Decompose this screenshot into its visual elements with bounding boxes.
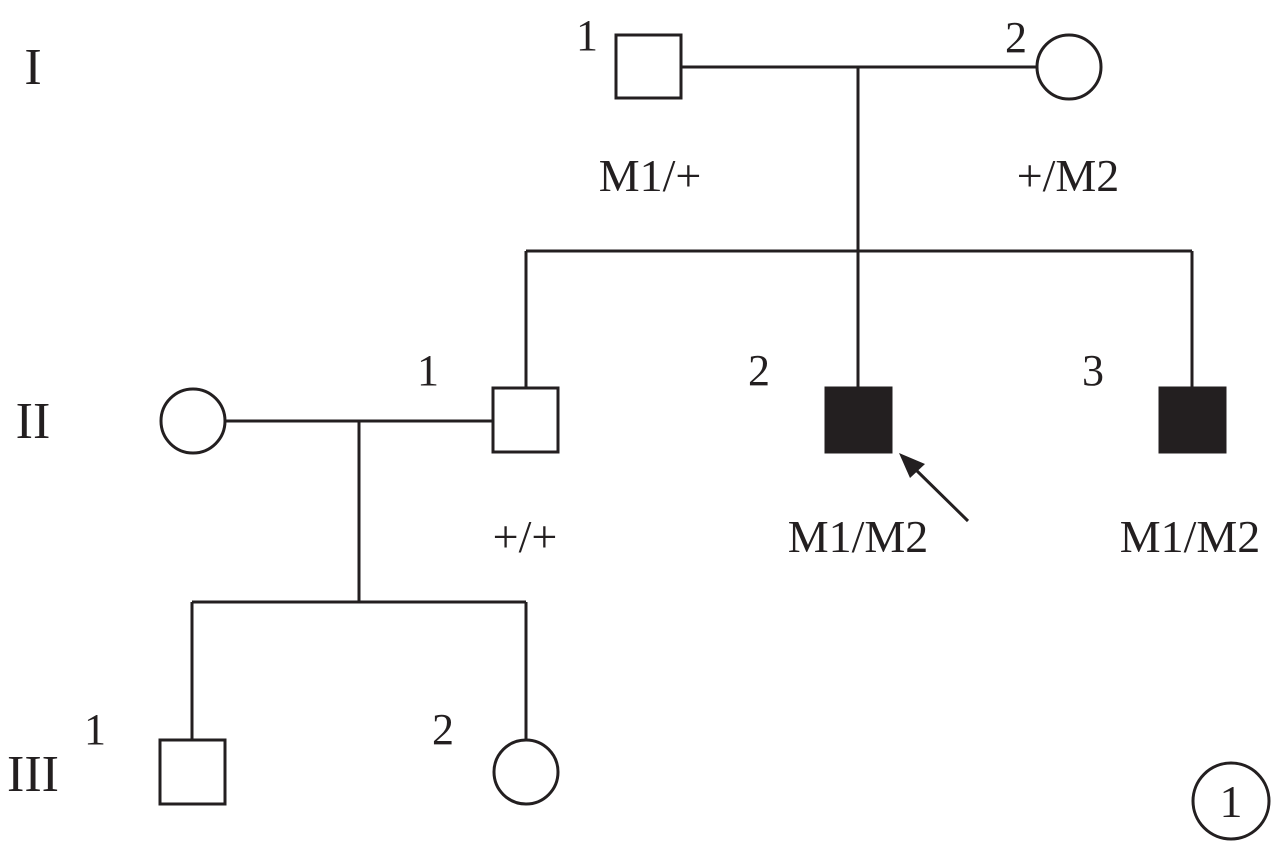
individual-I-2-number: 2: [1005, 13, 1027, 62]
generation-label-I: I: [24, 39, 41, 96]
individual-III-2-number: 2: [432, 705, 454, 754]
individual-II-3-genotype: M1/M2: [1120, 511, 1261, 562]
pedigree-lines: [190, 65, 1194, 740]
individual-III-2-female-symbol: [492, 738, 560, 806]
individual-II-2-genotype: M1/M2: [788, 511, 929, 562]
individual-II-1-male-symbol: [491, 386, 560, 454]
proband-arrow-icon: [899, 453, 970, 523]
individual-I-2-female-symbol: [1035, 33, 1103, 101]
individual-II-2-number: 2: [748, 346, 770, 395]
individual-III-1-number: 1: [84, 705, 106, 754]
individual-III-1-male-symbol: [158, 738, 227, 806]
individual-II-2-affected-male-symbol: [824, 386, 893, 454]
individual-I-1-number: 1: [576, 11, 598, 60]
individual-II-3-affected-male-symbol: [1158, 386, 1227, 454]
individual-II-1-number: 1: [417, 346, 439, 395]
individual-I-2-genotype: +/M2: [1017, 150, 1120, 201]
panel-label-text: 1: [1220, 776, 1243, 827]
individual-II-1-genotype: +/+: [493, 511, 558, 562]
panel-label: 1: [1191, 761, 1271, 841]
generation-label-III: III: [7, 746, 59, 803]
individual-II-spouse-female-symbol: [159, 387, 227, 455]
individual-II-3-number: 3: [1082, 346, 1104, 395]
individual-I-1-genotype: M1/+: [599, 150, 702, 201]
individual-I-1-male-symbol: [614, 33, 683, 100]
generation-label-II: II: [16, 393, 51, 450]
panel-label-circle: [1191, 761, 1271, 841]
